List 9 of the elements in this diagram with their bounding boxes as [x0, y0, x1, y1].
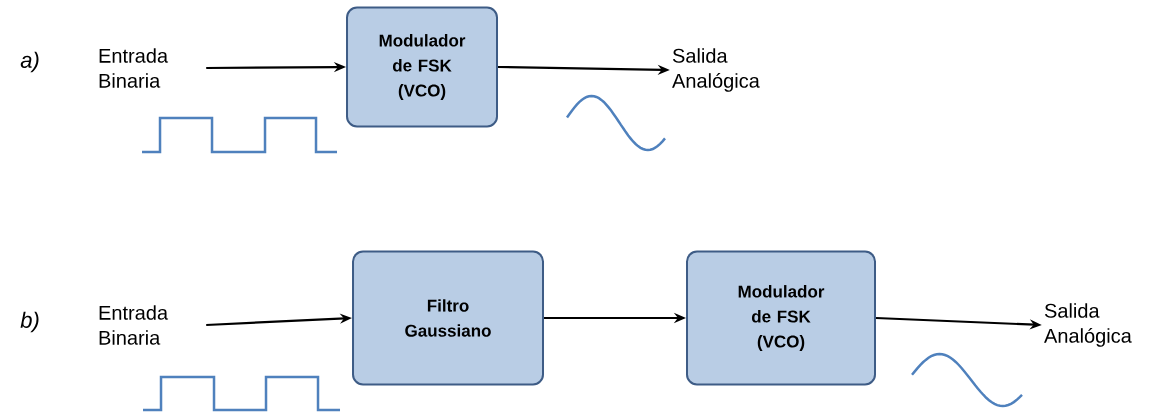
io-label: Entrada Binaria: [99, 305, 169, 345]
panel-label: a): [20, 51, 39, 73]
process-box: Modulador de FSK (VCO): [686, 250, 876, 386]
io-label: Entrada Binaria: [99, 48, 169, 88]
io-label: Salida Analógica: [672, 48, 760, 92]
process-box: Modulador de FSK (VCO): [346, 6, 498, 128]
io-label: Salida Analógica: [1044, 303, 1132, 347]
process-box: Filtro Gaussiano: [352, 250, 544, 386]
panel-label: b): [20, 311, 39, 333]
